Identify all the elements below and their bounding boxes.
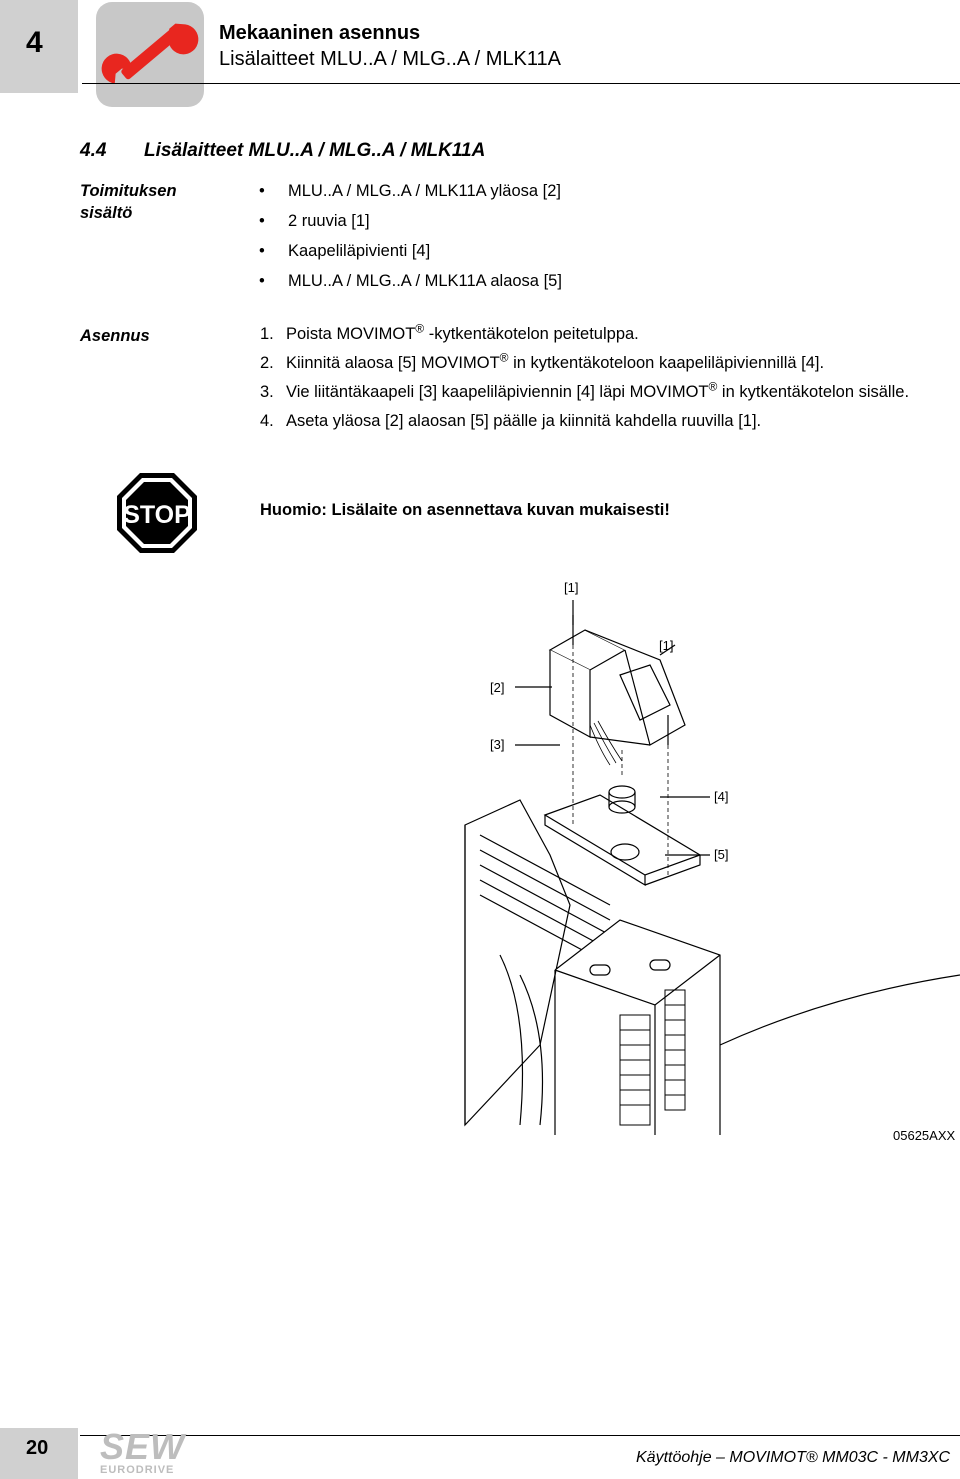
delivery-label: Toimituksen sisältö [80,182,177,222]
chapter-tab [0,0,78,93]
header-subtitle: Lisälaitteet MLU..A / MLG..A / MLK11A [219,48,562,70]
list-item: MLU..A / MLG..A / MLK11A alaosa [5] [259,266,562,296]
installation-steps: 1.Poista MOVIMOT® -kytkentäkotelon peite… [260,323,958,439]
wrench-icon-box [96,2,204,107]
warning-text: Huomio: Lisälaite on asennettava kuvan m… [260,501,670,519]
page-number: 20 [26,1437,49,1459]
installation-label: Asennus [80,327,150,345]
figure-id: 05625AXX [893,1128,956,1143]
stop-icon-text: STOP [123,501,191,529]
step-item: 1.Poista MOVIMOT® -kytkentäkotelon peite… [260,321,639,344]
label-5: [5] [714,847,729,862]
list-item: MLU..A / MLG..A / MLK11A yläosa [2] [259,176,562,206]
label-3: [3] [490,737,505,752]
header-title: Mekaaninen asennus [219,22,421,44]
label-2: [2] [490,680,505,695]
wrench-icon [101,23,199,84]
section-number: 4.4 [80,140,107,161]
footer-document-title: Käyttöohje – MOVIMOT® MM03C - MM3XC [636,1449,951,1466]
list-item: 2 ruuvia [1] [259,206,562,236]
sew-logo: SEW EURODRIVE [100,1426,186,1477]
chapter-number: 4 [26,26,43,59]
footer-divider [80,1435,960,1436]
label-1-right: [1] [659,638,674,653]
assembly-diagram: [1] [1] [2] [3] [4] [5] [460,575,960,1135]
list-item: Kaapeliläpivienti [4] [259,236,562,266]
label-4: [4] [714,789,729,804]
stop-icon: STOP [116,472,198,559]
step-item: 4.Aseta yläosa [2] alaosan [5] päälle ja… [260,412,762,430]
step-item: 3.Vie liitäntäkaapeli [3] kaapeliläpivie… [260,379,910,402]
delivery-list: MLU..A / MLG..A / MLK11A yläosa [2] 2 ru… [259,176,562,296]
page-tab [0,1428,78,1479]
header-divider [82,83,960,84]
step-item: 2.Kiinnitä alaosa [5] MOVIMOT® in kytken… [260,350,825,373]
label-1-top: [1] [564,580,579,595]
section-title: Lisälaitteet MLU..A / MLG..A / MLK11A [144,140,486,161]
